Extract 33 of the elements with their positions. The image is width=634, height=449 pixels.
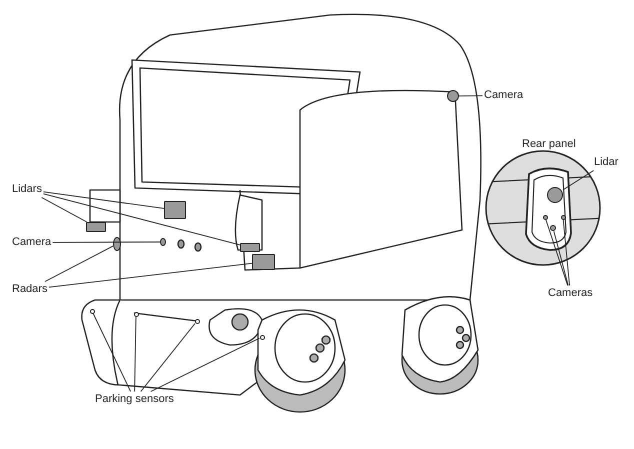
callout-label: Camera [484, 89, 524, 102]
inset-heading: Rear panel [522, 138, 576, 151]
callout-label: Radars [12, 283, 48, 296]
leader-line [545, 219, 568, 286]
parking-sensor [134, 312, 138, 316]
leader-line [44, 246, 114, 282]
radar-sensor [252, 254, 275, 270]
lidar-sensor [164, 201, 186, 219]
parking-sensor [194, 318, 200, 324]
leader-line [43, 191, 164, 209]
callout-label: Camera [12, 236, 52, 249]
lidar-sensor [86, 222, 106, 232]
leader-line [52, 242, 160, 243]
leader-line [150, 338, 260, 392]
leader-line [562, 170, 594, 190]
callout-label: Parking sensors [95, 393, 174, 406]
leader-line [43, 193, 240, 246]
leader-line [41, 197, 88, 222]
leader-line [458, 95, 483, 96]
leader-line [92, 313, 132, 392]
leader-line [134, 316, 136, 392]
lidar-sensor [240, 243, 260, 252]
parking-sensor [260, 334, 264, 340]
parking-sensor [90, 308, 94, 314]
callout-label: Lidar [594, 156, 618, 169]
callout-label: Lidars [12, 183, 42, 196]
callout-label: Cameras [548, 287, 593, 300]
camera-lens [560, 214, 566, 220]
camera-lens [542, 214, 548, 220]
leader-line [562, 219, 570, 286]
leader-line [140, 323, 196, 392]
leader-line [48, 262, 252, 288]
leader-line [553, 230, 569, 286]
